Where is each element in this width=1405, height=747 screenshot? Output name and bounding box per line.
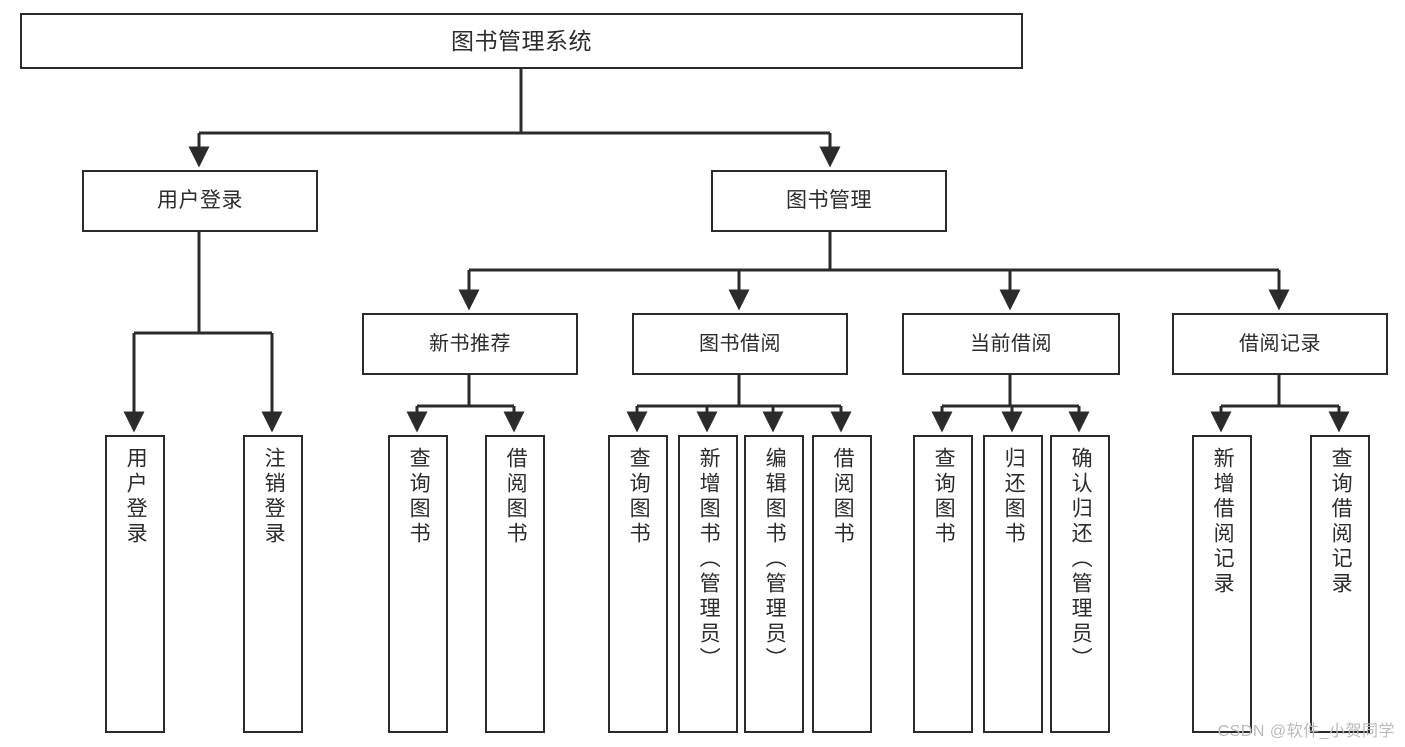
node-leaf-borrow-edit[interactable]: 编辑图书（管理员）	[744, 435, 804, 733]
node-leaf-rec-add-label: 新增借阅记录	[1211, 447, 1235, 597]
node-leaf-cur-return-label: 归还图书	[1002, 447, 1026, 547]
node-book-manage-label: 图书管理	[786, 188, 872, 212]
node-leaf-borrow-edit-label: 编辑图书（管理员）	[763, 447, 787, 672]
node-leaf-rec-borrow-label: 借阅图书	[504, 447, 528, 547]
node-leaf-cur-query[interactable]: 查询图书	[913, 435, 973, 733]
node-user-login-label: 用户登录	[157, 188, 243, 212]
node-loan-record-label: 借阅记录	[1239, 332, 1321, 355]
node-leaf-cur-confirm-label: 确认归还（管理员）	[1069, 447, 1093, 672]
node-book-manage[interactable]: 图书管理	[711, 170, 947, 232]
node-leaf-rec-add[interactable]: 新增借阅记录	[1192, 435, 1252, 733]
node-leaf-cur-return[interactable]: 归还图书	[983, 435, 1043, 733]
node-book-borrow[interactable]: 图书借阅	[632, 313, 848, 375]
node-leaf-user-logout[interactable]: 注销登录	[243, 435, 303, 733]
node-root[interactable]: 图书管理系统	[20, 13, 1023, 69]
node-leaf-borrow-add-label: 新增图书（管理员）	[697, 447, 721, 672]
node-leaf-borrow-add[interactable]: 新增图书（管理员）	[678, 435, 738, 733]
node-loan-record[interactable]: 借阅记录	[1172, 313, 1388, 375]
node-new-book-rec-label: 新书推荐	[429, 332, 511, 355]
node-leaf-borrow-query-label: 查询图书	[627, 447, 651, 547]
node-leaf-rec-query-rec-label: 查询借阅记录	[1329, 447, 1353, 597]
node-current-loan-label: 当前借阅	[970, 332, 1052, 355]
node-leaf-rec-query[interactable]: 查询图书	[388, 435, 448, 733]
node-leaf-borrow-lend[interactable]: 借阅图书	[812, 435, 872, 733]
node-leaf-borrow-query[interactable]: 查询图书	[608, 435, 668, 733]
csdn-watermark: CSDN @软件_小贺同学	[1217, 723, 1395, 740]
node-leaf-cur-confirm[interactable]: 确认归还（管理员）	[1050, 435, 1110, 733]
node-leaf-borrow-lend-label: 借阅图书	[831, 447, 855, 547]
node-user-login[interactable]: 用户登录	[82, 170, 318, 232]
node-root-label: 图书管理系统	[451, 27, 592, 54]
node-leaf-user-logout-label: 注销登录	[262, 447, 286, 547]
node-leaf-user-login-label: 用户登录	[124, 447, 148, 547]
node-current-loan[interactable]: 当前借阅	[902, 313, 1120, 375]
node-leaf-rec-query-label: 查询图书	[407, 447, 431, 547]
node-leaf-cur-query-label: 查询图书	[932, 447, 956, 547]
node-leaf-user-login[interactable]: 用户登录	[105, 435, 165, 733]
node-leaf-rec-borrow[interactable]: 借阅图书	[485, 435, 545, 733]
node-book-borrow-label: 图书借阅	[699, 332, 781, 355]
node-leaf-rec-query-rec[interactable]: 查询借阅记录	[1310, 435, 1370, 733]
node-new-book-rec[interactable]: 新书推荐	[362, 313, 578, 375]
